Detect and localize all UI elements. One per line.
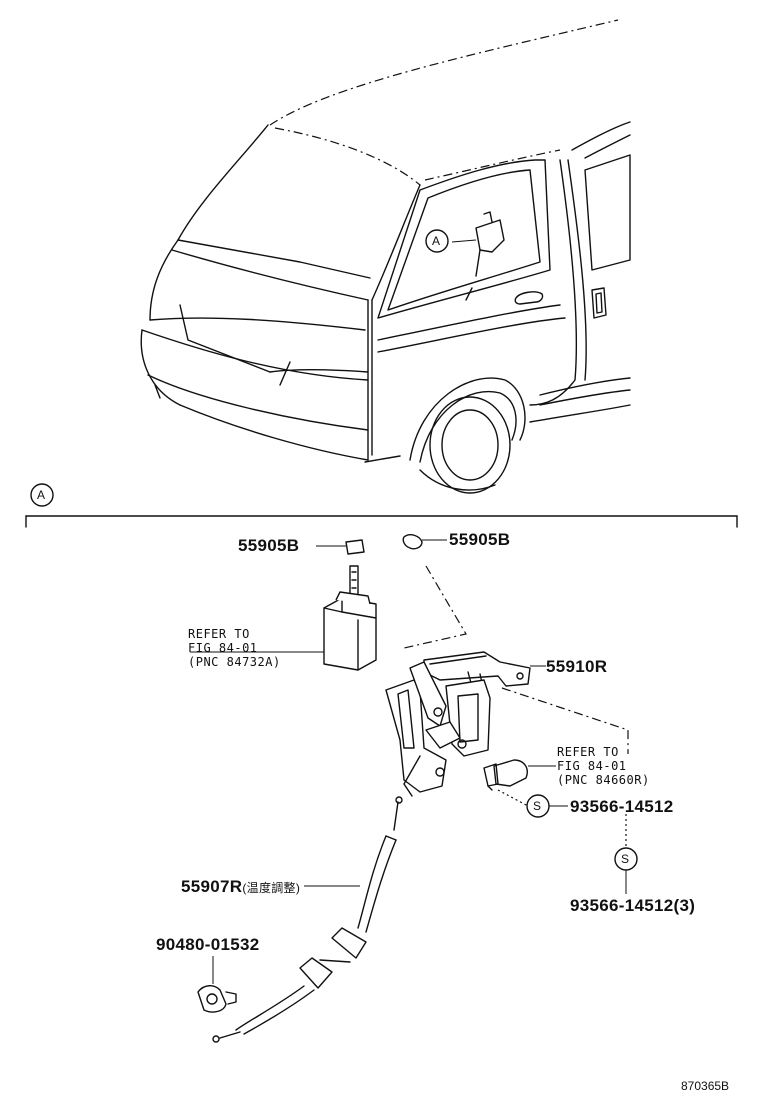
callout-a-top: A — [432, 234, 441, 248]
label-90480: 90480-01532 — [156, 935, 260, 954]
actuator-unit — [323, 565, 377, 671]
cable-assembly — [212, 796, 403, 1043]
label-93566-b: 93566-14512(3) — [570, 896, 696, 915]
lever-bracket-assembly — [385, 651, 531, 797]
label-55905b-left: 55905B — [238, 536, 300, 555]
refer-left-line1: REFER TO — [188, 627, 250, 641]
callout-a-section: A — [37, 488, 46, 502]
callout-a-circle-top — [425, 229, 449, 253]
refer-right-line3: (PNC 84660R) — [557, 773, 650, 787]
refer-right-line2: FIG 84-01 — [557, 759, 627, 773]
refer-left-line3: (PNC 84732A) — [188, 655, 281, 669]
label-93566-a: 93566-14512 — [570, 797, 674, 816]
cap-right-shape — [402, 534, 423, 550]
cap-left-shape — [345, 539, 365, 555]
refer-right-line1: REFER TO — [557, 745, 619, 759]
sensor-part — [483, 759, 528, 791]
label-55910r: 55910R — [546, 657, 608, 676]
callout-a-circle-section — [30, 483, 54, 507]
screw-s-label-1: S — [533, 799, 542, 813]
label-55905b-right: 55905B — [449, 530, 511, 549]
label-55907r-note: (温度調整) — [242, 881, 301, 895]
drawing-code: 870365B — [681, 1079, 730, 1093]
label-55907r-number: 55907R — [181, 877, 243, 896]
label-55907r: 55907R(温度調整) — [181, 878, 300, 895]
refer-left-note: REFER TO FIG 84-01 (PNC 84732A) — [188, 627, 281, 669]
refer-right-note: REFER TO FIG 84-01 (PNC 84660R) — [557, 745, 650, 787]
clip-part — [197, 985, 237, 1013]
refer-left-line2: FIG 84-01 — [188, 641, 258, 655]
van-illustration — [140, 19, 631, 494]
section-divider — [25, 483, 738, 528]
screw-s-label-2: S — [621, 852, 630, 866]
